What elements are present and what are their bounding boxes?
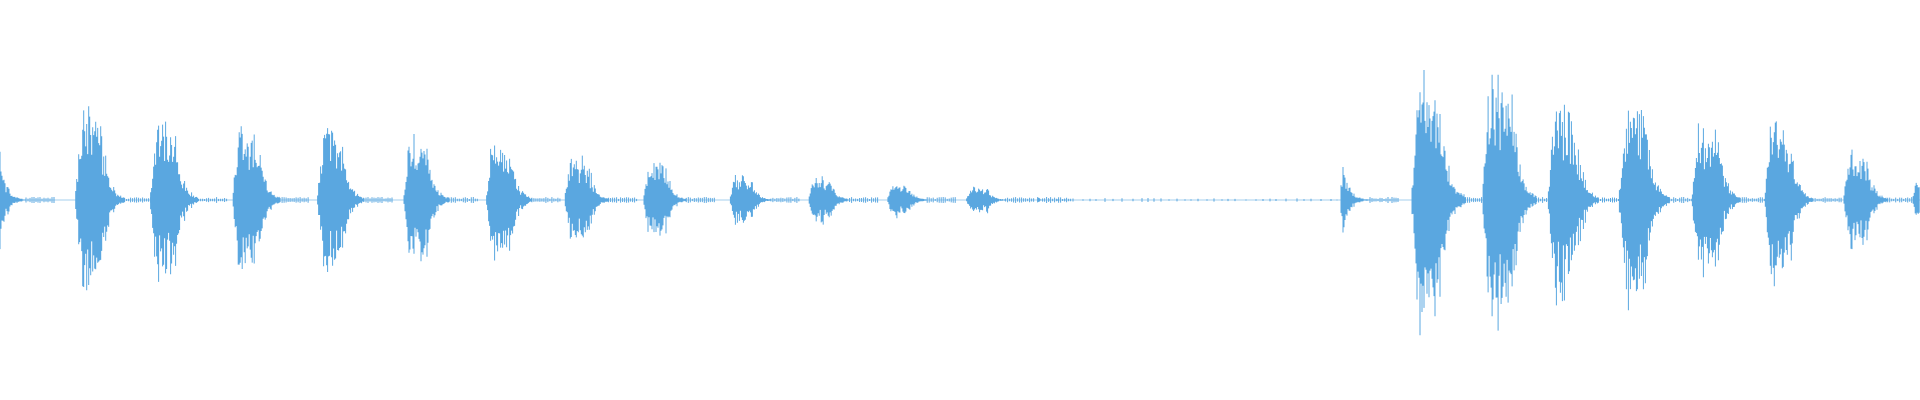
waveform-burst-trace — [232, 126, 309, 269]
waveform-burst — [1340, 167, 1399, 233]
waveform-burst — [643, 162, 715, 236]
waveform-burst — [1843, 149, 1917, 250]
waveform-burst — [0, 151, 55, 250]
waveform-burst — [1411, 70, 1495, 336]
waveform-burst — [729, 175, 800, 225]
waveform-burst — [1691, 123, 1769, 278]
waveform-burst — [75, 106, 154, 291]
waveform-noise-floor — [1039, 198, 1338, 202]
waveform-burst-trace — [486, 145, 561, 261]
waveform-burst-trace — [317, 128, 393, 272]
waveform-burst — [1618, 110, 1699, 311]
waveform-burst — [887, 185, 956, 219]
waveform-burst — [150, 121, 228, 282]
waveform-burst — [808, 176, 879, 225]
waveform-burst — [564, 155, 638, 239]
waveform-burst-trace — [887, 185, 956, 219]
waveform-burst-trace — [1547, 104, 1627, 306]
waveform-burst-trace — [150, 121, 228, 282]
waveform-burst — [966, 186, 1035, 214]
waveform-burst-trace — [808, 176, 879, 225]
waveform-burst-trace — [1340, 167, 1399, 233]
waveform-burst-trace — [0, 151, 55, 250]
waveform-burst-trace — [75, 106, 154, 291]
waveform-burst — [1912, 182, 1920, 215]
waveform-burst-trace — [729, 175, 800, 225]
waveform-burst-trace — [1691, 123, 1769, 278]
waveform-burst-trace — [1843, 149, 1917, 250]
waveform-burst — [1547, 104, 1627, 306]
waveform-burst-trace — [564, 155, 638, 239]
waveform-burst — [232, 126, 309, 269]
waveform-burst — [486, 145, 561, 261]
waveform-burst-trace — [1411, 70, 1495, 336]
waveform-burst-trace — [643, 162, 715, 236]
waveform-burst-trace — [403, 134, 478, 262]
waveform-burst — [1764, 121, 1842, 287]
waveform-burst — [317, 128, 393, 272]
waveform-burst-trace — [1912, 182, 1920, 215]
waveform-burst-trace — [1618, 110, 1699, 311]
waveform-burst — [403, 134, 478, 262]
waveform-bursts — [0, 70, 1920, 336]
waveform-burst-trace — [1764, 121, 1842, 287]
waveform-burst-trace — [966, 186, 1035, 214]
